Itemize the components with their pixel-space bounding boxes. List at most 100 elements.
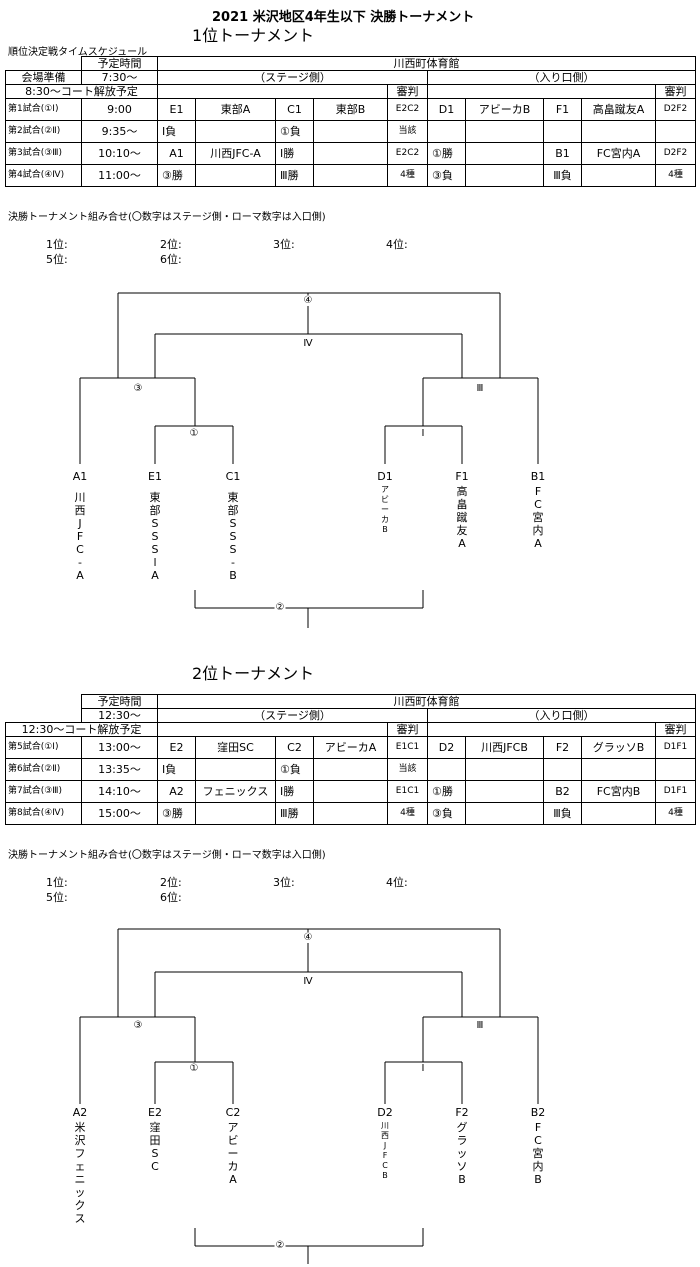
team-cell: [427, 120, 466, 143]
team-cell: Ⅲ負: [543, 164, 582, 187]
team-code: A1: [72, 470, 88, 483]
schedule-label: 順位決定戦タイムスケジュール: [8, 47, 148, 58]
team-name-char: C: [151, 1160, 159, 1173]
team-cell: F1: [543, 98, 582, 121]
team-cell: Ⅰ勝: [275, 780, 314, 803]
team-name-char: 友: [456, 524, 468, 537]
team-name-char: l: [153, 556, 157, 569]
team-code: B2: [530, 1106, 546, 1119]
referee-cell: E2C2: [387, 142, 428, 165]
team-name-char: S: [151, 517, 159, 530]
referee-header: 審判: [655, 722, 696, 737]
team-cell: [313, 780, 388, 803]
team-name-char: ス: [74, 1212, 86, 1225]
team-name-char: ー: [227, 1147, 239, 1160]
team-cell: [313, 142, 388, 165]
team-name-char: ビ: [381, 495, 389, 504]
team-name-char: フ: [74, 1147, 86, 1160]
team-name-char: B: [382, 1171, 388, 1180]
bracket-team: A2 米 沢 フ ェ ニ ッ ク ス: [69, 1106, 91, 1225]
team-name-char: 沢: [74, 1134, 86, 1147]
prep-time: 7:30～: [81, 70, 158, 85]
team-name-char: S: [151, 543, 159, 556]
team-name-char: 窪: [149, 1121, 161, 1134]
team-cell: 東部B: [313, 98, 388, 121]
team-code: D1: [377, 470, 393, 483]
team-name-char: ー: [381, 505, 389, 514]
team-cell: ①勝: [427, 780, 466, 803]
referee-header: 審判: [387, 84, 428, 99]
team-code: F2: [455, 1106, 469, 1119]
entrance-side-header: （入り口側）: [427, 708, 696, 723]
team-name-char: 東: [149, 491, 161, 504]
team-cell: ①負: [275, 758, 314, 781]
team-cell: ①勝: [427, 142, 466, 165]
team-name-char: -: [78, 556, 82, 569]
referee-cell: [655, 758, 696, 781]
team-cell: フェニックス: [195, 780, 276, 803]
open-court-label: 12:30～コート解放予定: [5, 722, 158, 737]
team-cell: E2: [157, 736, 196, 759]
venue-header: 川西町体育館: [157, 694, 696, 709]
team-code: F1: [455, 470, 469, 483]
team-name-char: 部: [149, 504, 161, 517]
planned-time-header: 予定時間: [81, 56, 158, 71]
team-name-char: ッ: [74, 1186, 86, 1199]
game-time: 13:35～: [81, 758, 158, 781]
match-mark: Ⅳ: [302, 338, 314, 349]
team-cell: FC宮内B: [581, 780, 656, 803]
rank-1: 1位:: [46, 876, 68, 889]
table-row: 第8試合(④Ⅳ) 15:00～ ③勝 Ⅲ勝 4種 ③負 Ⅲ負 4種: [5, 802, 696, 825]
game-name: 第4試合(④Ⅳ): [5, 164, 82, 187]
team-name-char: 田: [149, 1134, 161, 1147]
team-cell: ③負: [427, 802, 466, 825]
rank-2: 2位:: [160, 876, 182, 889]
team-cell: グラッソB: [581, 736, 656, 759]
prep-time: 12:30～: [81, 708, 158, 723]
team-cell: [543, 120, 582, 143]
team-name-char: ア: [227, 1121, 239, 1134]
table-row: 第5試合(①Ⅰ) 13:00～ E2 窪田SC C2 アビーカA E1C1 D2…: [5, 736, 696, 759]
team-name-char: カ: [381, 515, 389, 524]
rank-6: 6位:: [160, 253, 182, 266]
team-name-char: F: [534, 1121, 542, 1134]
table-row: 第1試合(①Ⅰ) 9:00 E1 東部A C1 東部B E2C2 D1 アビーカ…: [5, 98, 696, 121]
team-name-char: C: [76, 543, 84, 556]
open-court-label: 8:30～コート解放予定: [5, 84, 158, 99]
referee-cell: E1C1: [387, 780, 428, 803]
match-mark: ①: [188, 1063, 200, 1074]
rank-1: 1位:: [46, 238, 68, 251]
game-name: 第1試合(①Ⅰ): [5, 98, 82, 121]
team-cell: [313, 802, 388, 825]
team-cell: [465, 758, 544, 781]
match-mark: Ⅰ: [420, 1063, 426, 1074]
team-name-char: S: [151, 530, 159, 543]
team-name-char: C: [534, 1134, 542, 1147]
team-cell: ③勝: [157, 802, 196, 825]
match-mark: ④: [302, 932, 314, 943]
team-cell: [465, 802, 544, 825]
team-name-char: S: [229, 543, 237, 556]
referee-cell: D2F2: [655, 142, 696, 165]
team-cell: [581, 120, 656, 143]
team-name-char: A: [458, 537, 466, 550]
team-name-char: B: [534, 1173, 542, 1186]
combo-label: 決勝トーナメント組み合せ(〇数字はステージ側・ローマ数字は入口側): [8, 212, 326, 223]
team-cell: A1: [157, 142, 196, 165]
rank-6: 6位:: [160, 891, 182, 904]
team-cell: [581, 758, 656, 781]
team-name-char: B: [458, 1173, 466, 1186]
referee-cell: 4種: [387, 802, 428, 825]
team-cell: 川西JFC-A: [195, 142, 276, 165]
entrance-side-header: （入り口側）: [427, 70, 696, 85]
team-cell: ①負: [275, 120, 314, 143]
team-cell: アビーカB: [465, 98, 544, 121]
game-time: 13:00～: [81, 736, 158, 759]
team-cell: [427, 758, 466, 781]
team-name-char: 高: [456, 485, 468, 498]
referee-header: 審判: [387, 722, 428, 737]
team-name-char: 部: [227, 504, 239, 517]
table-row: 第6試合(②Ⅱ) 13:35～ Ⅰ負 ①負 当該: [5, 758, 696, 781]
game-time: 9:35～: [81, 120, 158, 143]
team-name-char: S: [229, 517, 237, 530]
